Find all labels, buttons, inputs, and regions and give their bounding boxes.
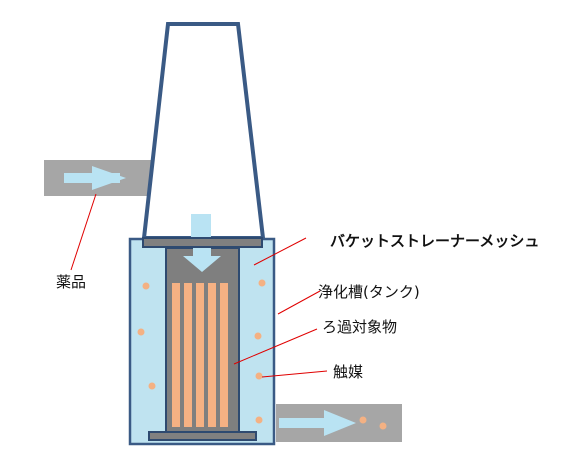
outlet-arrow	[279, 410, 356, 436]
filter-bar	[220, 283, 228, 427]
catalyst-dots	[137, 279, 387, 430]
filter-elements	[172, 283, 228, 427]
down-arrow	[183, 248, 221, 272]
bucket-strainer-mesh	[141, 22, 266, 240]
leader-catalyst	[261, 370, 328, 378]
label-filter-target: ろ過対象物	[322, 318, 398, 336]
tank-lid	[142, 237, 263, 248]
label-tank: 浄化槽(タンク)	[318, 283, 420, 301]
leader-bucket	[253, 237, 307, 266]
inflow-stub	[191, 214, 211, 240]
filter-bar	[184, 283, 192, 427]
tank-base	[148, 431, 257, 441]
filter-bar	[196, 283, 204, 427]
leader-filter	[233, 328, 318, 365]
leader-lines	[70, 193, 328, 378]
leader-chemical	[70, 193, 97, 271]
filter-bar	[208, 283, 216, 427]
inlet-arrow	[64, 166, 126, 190]
label-chemical: 薬品	[56, 273, 87, 291]
leader-tank	[277, 290, 321, 315]
filter-bar	[172, 283, 180, 427]
label-catalyst: 触媒	[333, 363, 364, 381]
label-bucket-strainer-mesh: バケットストレーナーメッシュ	[330, 232, 540, 250]
